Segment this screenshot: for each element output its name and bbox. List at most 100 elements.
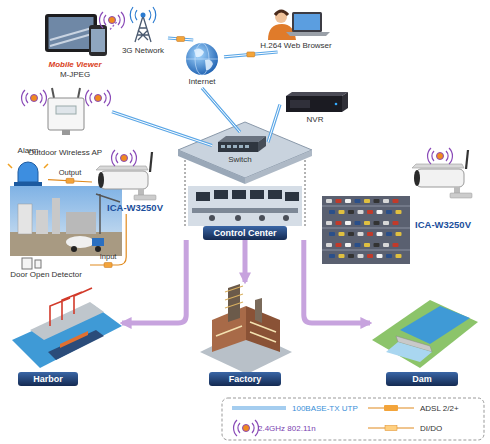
site-photo: [18, 204, 32, 234]
nvr-device: [286, 92, 348, 112]
wireless-waves: [428, 148, 453, 164]
harbor-scene: [50, 288, 92, 326]
wireless-icon: [428, 148, 453, 164]
alarm-siren: [8, 164, 48, 168]
site-banner: Factory: [209, 372, 281, 386]
cable-core: [224, 52, 278, 57]
user-icon: [292, 12, 322, 32]
wireless-icon: [112, 150, 137, 166]
control-platform: [188, 186, 302, 226]
car-shape: [348, 254, 354, 258]
car-shape: [386, 210, 392, 214]
user-icon: [286, 32, 330, 36]
edge-label: Input: [100, 253, 117, 261]
door-sensor: [35, 260, 41, 268]
dam-site: Dam: [370, 296, 480, 386]
cable-tag: [177, 37, 185, 42]
dam-scene: [400, 306, 470, 344]
wireless-link: [110, 21, 118, 30]
device-caption: Mobile Viewer: [40, 60, 110, 69]
legend-sample: [385, 426, 397, 431]
legend-frame: [222, 398, 484, 440]
factory-scene: [255, 298, 262, 323]
site-photo: [10, 186, 122, 256]
switch-device: [218, 136, 266, 152]
car-shape: [364, 199, 370, 203]
switch-device: [218, 142, 258, 152]
switch-device: [218, 136, 266, 142]
network-switch: Switch: [212, 132, 268, 166]
alarm-siren: [14, 182, 42, 186]
control-center: Control Center Switch: [175, 118, 315, 240]
car-shape: [383, 221, 389, 225]
tablet-viewer: Mobile ViewerM-JPEG: [40, 12, 110, 82]
car-shape: [396, 232, 402, 236]
network-cable: [202, 88, 240, 132]
car-shape: [355, 221, 361, 225]
ip-camera: [96, 166, 148, 170]
harbor-site: Harbor: [10, 296, 122, 386]
tower-icon: [141, 13, 146, 18]
alarm-siren: [18, 162, 38, 182]
wireless-waves: [112, 150, 137, 166]
tablet-icon: [49, 17, 94, 49]
control-platform: [178, 122, 312, 226]
ip-camera: ICA-W3250V: [92, 150, 168, 214]
tower-icon: [130, 7, 156, 23]
door-sensor: [22, 258, 32, 269]
car-shape: [386, 232, 392, 236]
flow-arrow: [122, 240, 186, 323]
car-shape: [377, 232, 383, 236]
car-shape: [326, 221, 332, 225]
legend-sample: [232, 408, 286, 409]
access-point: [48, 88, 84, 135]
cable-tag: [66, 178, 74, 183]
model-label: ICA-W3250V: [102, 203, 168, 213]
harbor-scene: [12, 288, 122, 368]
ip-camera: [450, 193, 472, 198]
site-photo: [96, 194, 120, 234]
cable-tag: [104, 263, 112, 268]
car-shape: [367, 254, 373, 258]
site-banner: Harbor: [18, 372, 78, 386]
site-photo: [66, 236, 94, 248]
user-icon: [294, 14, 320, 30]
car-shape: [364, 243, 370, 247]
device-caption: NVR: [280, 115, 350, 124]
car-shape: [326, 243, 332, 247]
network-tower: 3G Network: [118, 8, 168, 58]
door-detector: Door Open Detector: [2, 250, 90, 280]
factory-scene: [216, 322, 276, 342]
car-shape: [377, 254, 383, 258]
alarm-device: Alarm: [8, 146, 48, 188]
tablet-icon: [50, 28, 92, 46]
door-sensor: [22, 258, 41, 269]
nvr-device: [342, 92, 348, 112]
control-platform: [245, 150, 312, 184]
car-shape: [367, 210, 373, 214]
user-icon: [275, 11, 287, 23]
car-shape: [374, 199, 380, 203]
control-platform: [209, 215, 215, 221]
car-shape: [336, 199, 342, 203]
io-wire: [90, 214, 126, 265]
traffic-photo: [322, 196, 410, 264]
legend-text: ADSL 2/2+: [420, 404, 459, 413]
access-point: [56, 106, 76, 114]
site-banner: Control Center: [203, 226, 287, 240]
network-cable: [168, 38, 193, 40]
nvr-device: [290, 100, 310, 108]
site-photo: [52, 198, 60, 234]
nvr-device: [286, 92, 348, 96]
site-photo: [92, 238, 104, 246]
wireless-waves: [100, 12, 125, 28]
ip-camera: [98, 172, 104, 188]
ip-camera: [96, 152, 156, 200]
flow-arrow: [304, 240, 370, 323]
wireless-dot: [121, 155, 128, 162]
globe-icon: [186, 59, 218, 60]
dam-scene: [372, 300, 478, 368]
ip-camera: [412, 164, 464, 168]
wireless-waves: [234, 420, 259, 436]
car-shape: [326, 199, 332, 203]
